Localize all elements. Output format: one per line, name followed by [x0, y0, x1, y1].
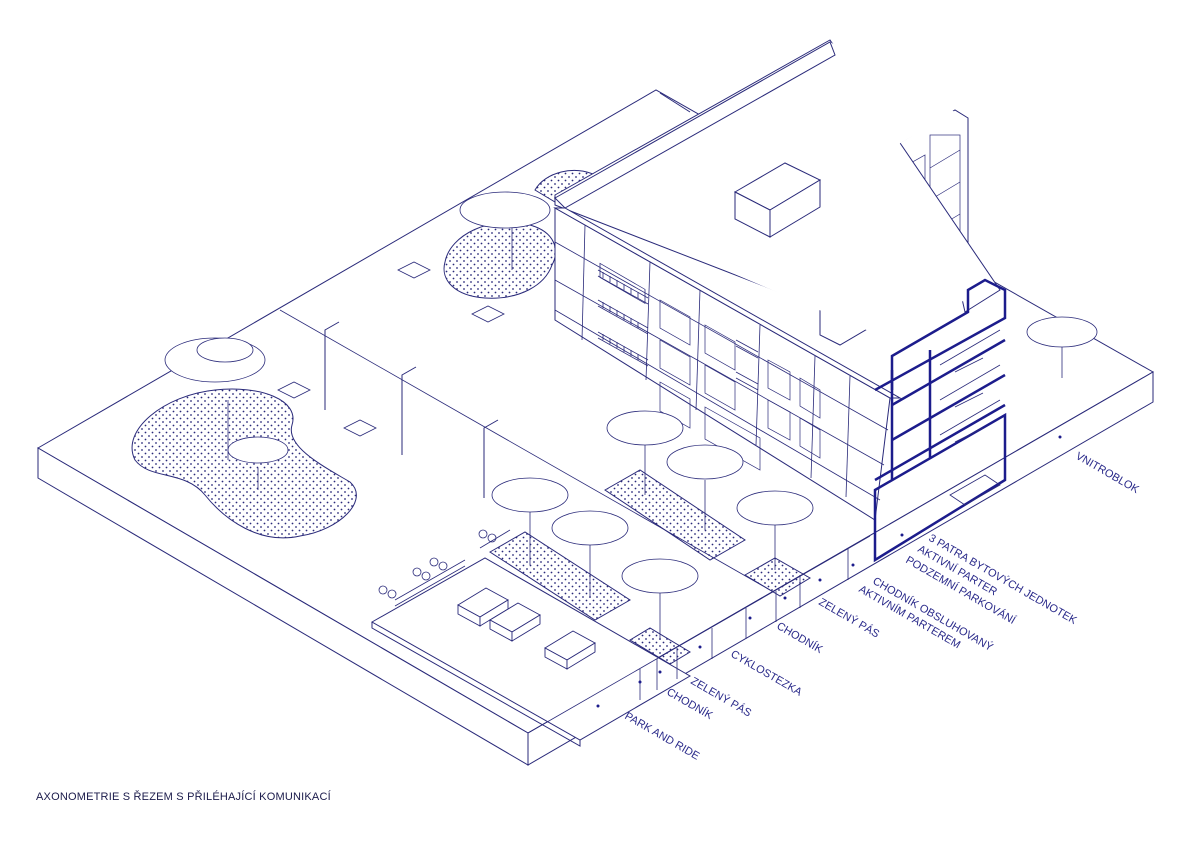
tree	[459, 191, 551, 270]
facade-details	[554, 224, 889, 501]
tree-pits	[489, 469, 811, 665]
tree	[491, 477, 569, 565]
tree	[227, 436, 289, 490]
car	[489, 602, 541, 642]
tree	[736, 490, 814, 570]
green-space-left	[131, 388, 357, 539]
diagram-caption: AXONOMETRIE S ŘEZEM S PŘILÉHAJÍCÍ KOMUNI…	[36, 791, 331, 803]
street-lamps	[324, 321, 499, 498]
label-cyklostezka: CYKLOSTEZKA	[729, 648, 805, 699]
label-vnitroblok: VNITROBLOK	[1074, 450, 1142, 496]
tree	[1026, 316, 1098, 378]
trees	[164, 191, 1098, 640]
tree	[551, 510, 629, 598]
tree	[621, 558, 699, 640]
cars	[457, 587, 596, 670]
leader-dots	[596, 435, 1062, 708]
car	[544, 630, 596, 670]
car	[457, 587, 509, 627]
label-park-and-ride: PARK AND RIDE	[623, 710, 702, 762]
parking-lot	[370, 557, 691, 747]
benches	[277, 261, 505, 437]
bicycles	[378, 529, 511, 607]
tree	[164, 337, 266, 460]
facade-windows	[659, 299, 821, 471]
section-stairs	[939, 329, 1001, 506]
section-cut	[873, 278, 1007, 563]
tree	[666, 444, 744, 530]
tree	[606, 410, 684, 495]
street-strips	[279, 309, 871, 734]
label-chodnik-2: CHODNÍK	[775, 619, 826, 656]
balconies	[597, 269, 759, 391]
